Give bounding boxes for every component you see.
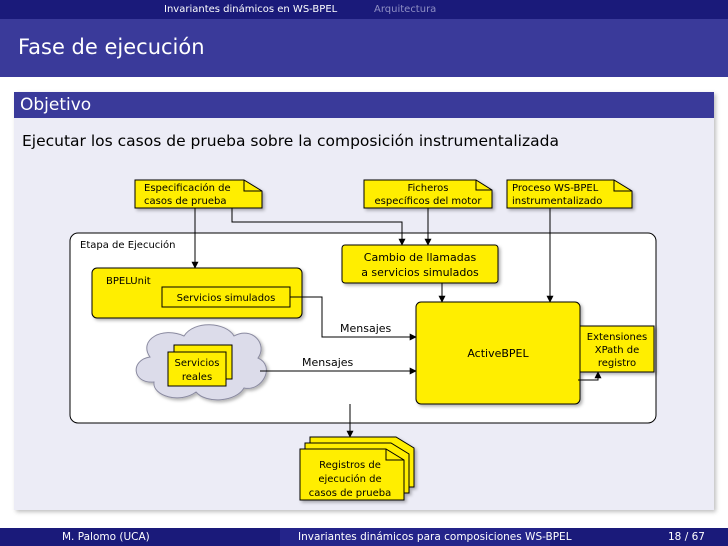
block-text: Ejecutar los casos de prueba sobre la co… <box>22 132 559 150</box>
registros-line1: Registros de <box>319 460 381 471</box>
ficheros-document-line2: específicos del motor <box>375 195 483 207</box>
registros-line3: casos de prueba <box>309 488 391 499</box>
cambio-box[interactable] <box>341 244 499 284</box>
header-section-active[interactable]: Invariantes dinámicos en WS-BPEL <box>164 4 338 15</box>
block-title: Objetivo <box>20 95 92 115</box>
bpelunit-label: BPELUnit <box>106 276 151 287</box>
servicios-simulados-label: Servicios simulados <box>177 293 276 304</box>
ficheros-document[interactable] <box>363 179 493 209</box>
frame-title: Fase de ejecución <box>18 35 205 59</box>
header-bar: Invariantes dinámicos en WS-BPEL Arquite… <box>0 0 728 19</box>
activebpel-label: ActiveBPEL <box>467 347 529 360</box>
arrow-activebpel-to-extensiones <box>578 371 602 381</box>
servicios-reales-line2: reales <box>182 372 212 383</box>
footer-title-area: Invariantes dinámicos para composiciones… <box>280 528 572 546</box>
spec-document-line2: casos de prueba <box>144 196 226 207</box>
arrow-simulados-to-activebpel <box>290 296 417 341</box>
footer-page: 18 / 67 <box>668 531 705 543</box>
proceso-document-line2: instrumentalizado <box>512 196 602 207</box>
arrow-spec-to-cambio <box>231 208 406 246</box>
footer-author: M. Palomo (UCA) <box>62 531 150 543</box>
spec-document-line1: Especificación de <box>144 182 231 194</box>
servicios-reales-line1: Servicios <box>175 358 220 369</box>
block-title-bar: Objetivo <box>14 92 714 118</box>
proceso-document[interactable] <box>506 179 633 209</box>
cambio-box-line1: Cambio de llamadas <box>364 251 477 264</box>
ficheros-document-line1: Ficheros <box>407 183 448 194</box>
header-section-inactive[interactable]: Arquitectura <box>374 4 437 15</box>
etapa-label: Etapa de Ejecución <box>80 239 176 251</box>
extensiones-line2: XPath de <box>595 345 640 356</box>
extensiones-line1: Extensiones <box>587 332 647 343</box>
mensajes-label-bottom: Mensajes <box>302 356 354 369</box>
extensiones-box[interactable] <box>579 325 655 373</box>
registros-line2: ejecución de <box>318 473 381 485</box>
servicios-reales-box[interactable] <box>167 351 227 387</box>
footer-title: Invariantes dinámicos para composiciones… <box>298 531 572 543</box>
proceso-document-line1: Proceso WS-BPEL <box>512 183 599 194</box>
spec-document[interactable] <box>134 179 263 209</box>
extensiones-line3: registro <box>598 358 636 369</box>
footer-bar: M. Palomo (UCA) Invariantes dinámicos pa… <box>0 528 728 546</box>
cambio-box-line2: a servicios simulados <box>361 266 479 279</box>
registros-document[interactable] <box>299 436 415 501</box>
mensajes-label-top: Mensajes <box>340 322 392 335</box>
frame-title-bar: Fase de ejecución <box>0 19 728 77</box>
